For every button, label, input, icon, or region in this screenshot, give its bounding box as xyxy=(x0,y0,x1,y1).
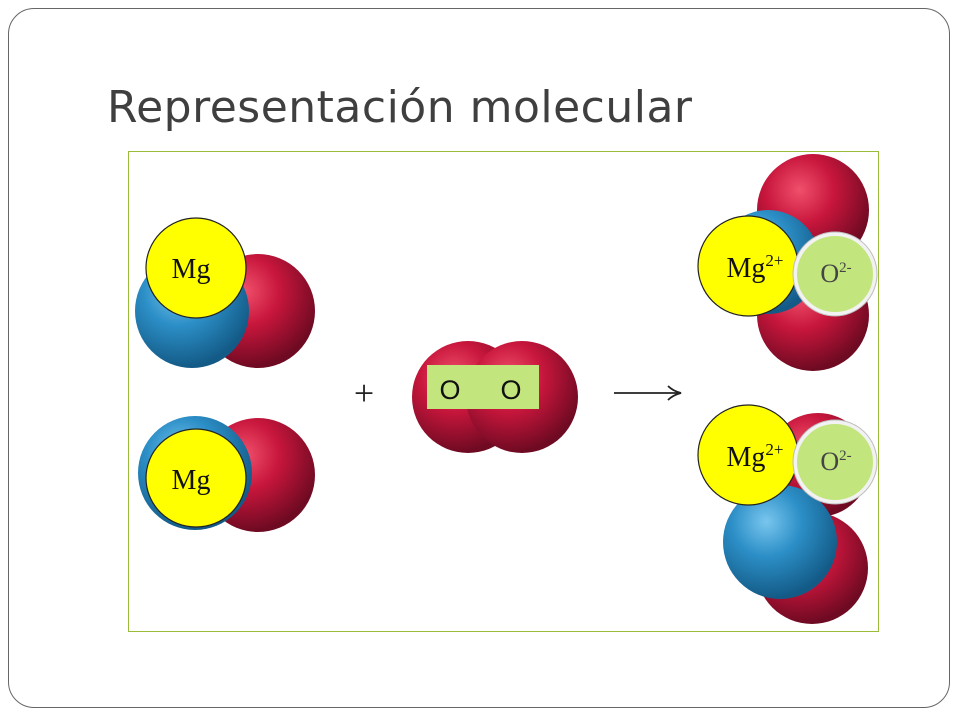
o-label-2: O xyxy=(500,375,521,405)
mgo-unit-1: Mg2+ O2- xyxy=(697,154,878,371)
mg-atom-2: Mg xyxy=(138,416,315,532)
mg-label-circle xyxy=(145,428,247,528)
slide-title: Representación molecular xyxy=(107,82,693,133)
o2-label-box xyxy=(427,365,539,409)
o-ion-label-circle xyxy=(793,420,877,504)
mgo-unit-2: Mg2+ O2- xyxy=(697,404,878,624)
o-ion-label-circle xyxy=(793,232,877,316)
mg-atom-1: Mg xyxy=(135,217,315,368)
mg-label-circle xyxy=(145,217,247,319)
mg-ion-label: Mg2+ xyxy=(727,251,784,284)
reaction-arrow xyxy=(614,385,682,401)
mg-label: Mg xyxy=(172,254,211,285)
slide-frame xyxy=(8,8,950,708)
magnesium-sphere xyxy=(723,485,837,599)
oxygen-molecule: O O xyxy=(412,341,578,453)
o-label-1: O xyxy=(439,375,460,405)
mg-label: Mg xyxy=(172,465,211,496)
mg-ion-label: Mg2+ xyxy=(727,440,784,473)
plus-sign: + xyxy=(354,373,374,413)
o-ion-label: O2- xyxy=(820,259,851,288)
o-ion-label: O2- xyxy=(820,447,851,476)
